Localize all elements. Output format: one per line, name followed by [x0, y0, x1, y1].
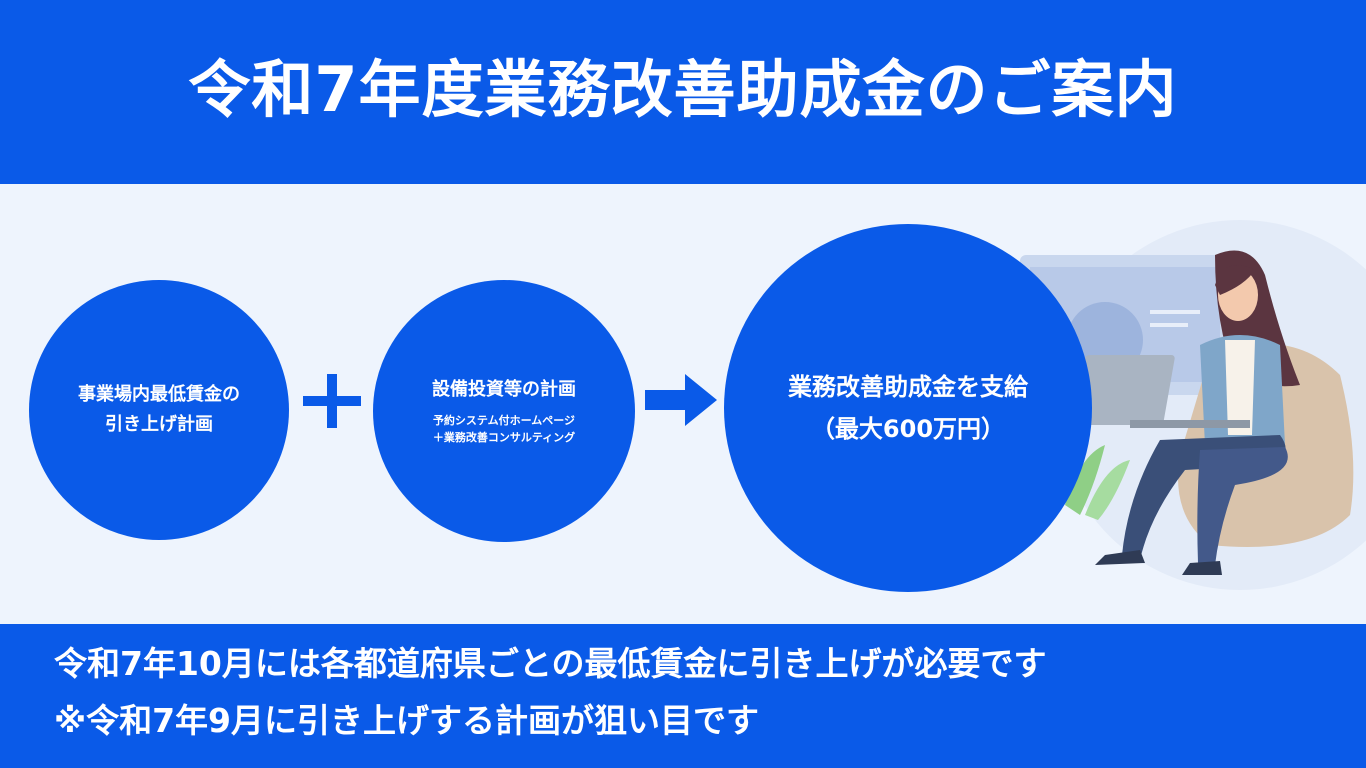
subsidy-line1: 業務改善助成金を支給: [788, 373, 1028, 401]
investment-plan-detail1: 予約システム付ホームページ: [432, 414, 576, 427]
wage-plan-line1: 事業場内最低賃金の: [78, 384, 240, 405]
footer-note-deadline: 令和7年10月には各都道府県ごとの最低賃金に引き上げが必要です: [54, 644, 1047, 683]
page-title: 令和7年度業務改善助成金のご案内: [188, 53, 1178, 126]
subsidy-line2: （最大600万円）: [810, 415, 1006, 443]
investment-plan-detail2: ＋業務改善コンサルティング: [432, 431, 576, 444]
header-banner: 令和7年度業務改善助成金のご案内: [0, 0, 1366, 184]
footer-banner: [0, 624, 1366, 768]
wage-plan-circle: 事業場内最低賃金の 引き上げ計画: [29, 280, 289, 540]
wage-plan-line2: 引き上げ計画: [105, 414, 213, 435]
woman-laptop-illustration: [1020, 220, 1366, 590]
arrow-right-icon: [645, 374, 717, 426]
investment-plan-title: 設備投資等の計画: [432, 379, 576, 400]
plus-icon: [303, 374, 361, 428]
footer-note-tip: ※令和7年9月に引き上げする計画が狙い目です: [54, 701, 760, 740]
subsidy-circle: 業務改善助成金を支給 （最大600万円）: [724, 224, 1092, 592]
investment-plan-circle: 設備投資等の計画 予約システム付ホームページ ＋業務改善コンサルティング: [373, 280, 635, 542]
